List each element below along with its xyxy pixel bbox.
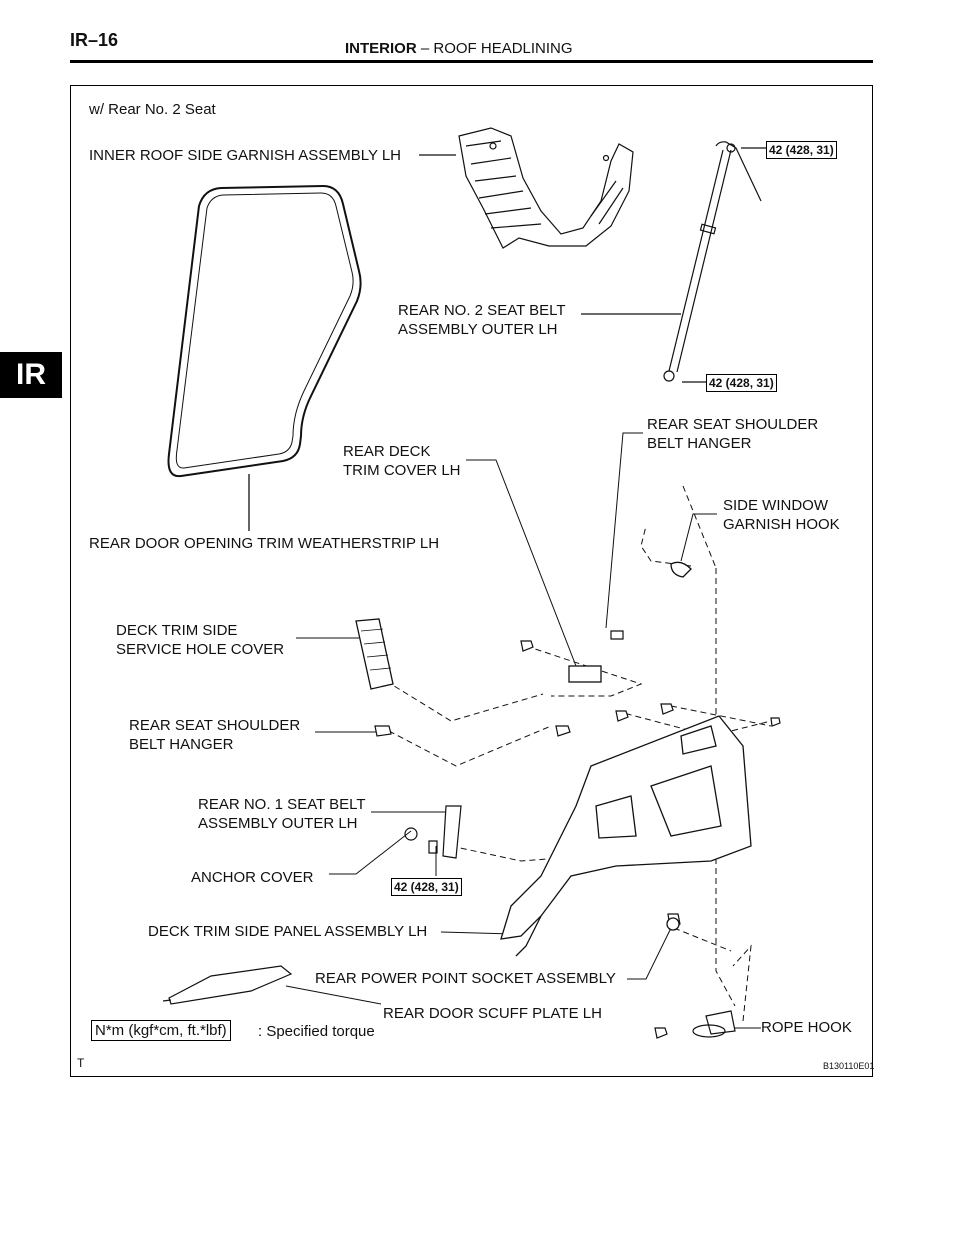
label-side-window-hook-line1: SIDE WINDOW (723, 497, 828, 514)
section-tab: IR (0, 352, 62, 398)
header-title: INTERIOR – ROOF HEADLINING (345, 40, 573, 57)
label-rear-no1-belt-line2: ASSEMBLY OUTER LH (198, 815, 358, 832)
label-weatherstrip: REAR DOOR OPENING TRIM WEATHERSTRIP LH (89, 535, 440, 552)
roof-garnish-shape (419, 127, 634, 249)
label-power-socket: REAR POWER POINT SOCKET ASSEMBLY (315, 970, 616, 987)
weatherstrip-shape (167, 184, 362, 531)
subsection-title: ROOF HEADLINING (433, 40, 573, 57)
torque-legend-unit: N*m (kgf*cm, ft.*lbf) (91, 1020, 231, 1041)
torque-label-bottom: 42 (428, 31) (391, 878, 462, 896)
torque-label-middle: 42 (428, 31) (706, 374, 777, 392)
label-shoulder-hanger-left-line2: BELT HANGER (129, 736, 234, 753)
clips (374, 630, 781, 1039)
header-rule (70, 60, 873, 63)
label-inner-roof-garnish: INNER ROOF SIDE GARNISH ASSEMBLY LH (89, 147, 402, 164)
leader-lines (285, 432, 761, 1029)
window-hook-shape (670, 561, 692, 578)
label-service-hole-line1: DECK TRIM SIDE (116, 622, 238, 639)
socket-shape (666, 917, 680, 931)
condition-label: w/ Rear No. 2 Seat (89, 101, 216, 118)
label-rope-hook: ROPE HOOK (761, 1019, 852, 1036)
corner-mark: T (77, 1056, 85, 1070)
label-rear-no1-belt-line1: REAR NO. 1 SEAT BELT (198, 796, 366, 813)
label-rear-deck-cover-line1: REAR DECK (343, 443, 431, 460)
label-side-window-hook-line2: GARNISH HOOK (723, 516, 840, 533)
diagram-frame: w/ Rear No. 2 Seat INNER ROOF SIDE GARNI… (70, 85, 875, 1077)
page-number: IR–16 (70, 30, 119, 50)
label-deck-panel: DECK TRIM SIDE PANEL ASSEMBLY LH (148, 923, 428, 940)
service-cover-shape (355, 618, 394, 690)
label-rear-no2-belt-line1: REAR NO. 2 SEAT BELT (398, 302, 566, 319)
label-rear-no2-belt-line2: ASSEMBLY OUTER LH (398, 321, 558, 338)
label-scuff-plate: REAR DOOR SCUFF PLATE LH (383, 1005, 602, 1022)
deck-panel-shape (500, 715, 752, 957)
label-shoulder-hanger-right-line1: REAR SEAT SHOULDER (647, 416, 819, 433)
scuff-plate-shape (162, 965, 293, 1005)
label-anchor-cover: ANCHOR COVER (191, 869, 314, 886)
torque-label-top: 42 (428, 31) (766, 141, 837, 159)
torque-legend-text: : Specified torque (258, 1023, 375, 1040)
rope-hook-shape (692, 1010, 736, 1038)
label-shoulder-hanger-right-line2: BELT HANGER (647, 435, 752, 452)
label-service-hole-line2: SERVICE HOLE COVER (116, 641, 285, 658)
seat-belt-no2-shape (581, 141, 766, 383)
label-rear-deck-cover-line2: TRIM COVER LH (343, 462, 461, 479)
figure-code: B130110E01 (823, 1061, 875, 1071)
deck-cover-shape (568, 665, 602, 683)
label-shoulder-hanger-left-line1: REAR SEAT SHOULDER (129, 717, 301, 734)
title-separator: – (416, 40, 434, 57)
seat-belt-no1-shape (404, 805, 462, 859)
section-title: INTERIOR (345, 40, 417, 57)
dashed-guides (385, 485, 772, 1022)
exploded-diagram (162, 127, 781, 1039)
